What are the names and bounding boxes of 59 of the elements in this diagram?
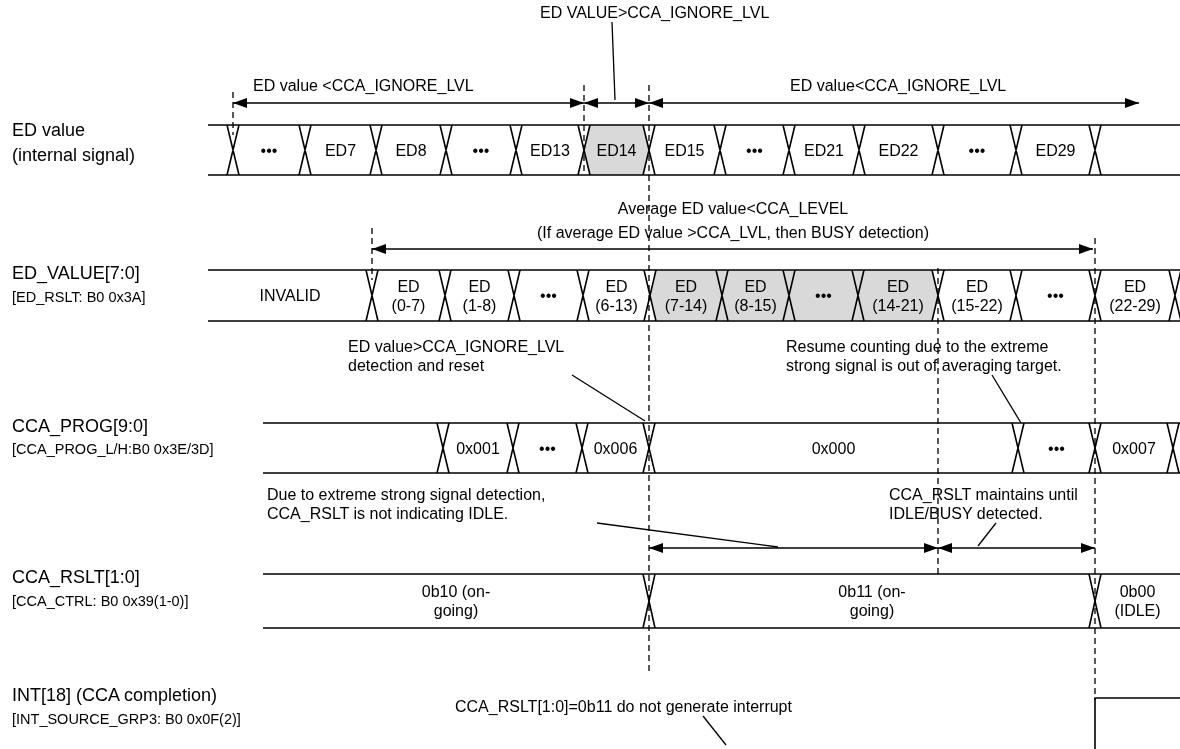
- signal-value: ED (14-21): [871, 276, 925, 315]
- signal-value: 0x000: [811, 438, 856, 458]
- annotation-text: ED VALUE>CCA_IGNORE_LVL: [540, 3, 770, 22]
- signal-value: ED (7-14): [664, 276, 708, 315]
- leader-line: [977, 522, 997, 547]
- signal-value: 0x006: [593, 438, 638, 458]
- register-address: [CCA_CTRL: B0 0x39(1-0)]: [12, 592, 189, 610]
- signal-value: ED7: [324, 140, 357, 160]
- leader-line: [611, 21, 616, 101]
- signal-value: INVALID: [258, 286, 322, 305]
- signal-value: 0b00 (IDLE): [1113, 582, 1162, 620]
- annotation-text: Resume counting due to the extreme strong signal is out of averaging target.: [786, 337, 1076, 375]
- annotation-text: CCA_RSLT[1:0]=0b11 do not generate interrupt: [455, 697, 792, 716]
- signal-name: (internal signal): [12, 144, 136, 166]
- annotation-text: ED value>CCA_IGNORE_LVL detection and reset: [348, 337, 610, 375]
- signal-value: 0b10 (on-going): [420, 582, 492, 620]
- signal-value: ED8: [394, 140, 428, 160]
- leader-line: [702, 715, 727, 746]
- signal-value: 0x007: [1111, 438, 1157, 458]
- signal-value: •••: [814, 286, 833, 305]
- signal-value: ED21: [803, 140, 845, 160]
- signal-name: INT[18] (CCA completion): [12, 684, 218, 706]
- signal-value: ED (6-13): [594, 276, 639, 315]
- signal-value: ED22: [877, 140, 920, 160]
- annotation-text: CCA_RSLT maintains until IDLE/BUSY detected.: [889, 485, 1161, 523]
- annotation-text: Due to extreme strong signal detection, CCA_RSLT is not indicating IDLE.: [267, 485, 597, 523]
- leader-line: [991, 374, 1022, 424]
- signal-name: CCA_RSLT[1:0]: [12, 566, 140, 588]
- signal-value: ED14: [595, 140, 638, 160]
- register-address: [CCA_PROG_L/H:B0 0x3E/3D]: [12, 440, 214, 458]
- signal-value: •••: [472, 140, 490, 160]
- signal-value: •••: [745, 140, 764, 160]
- signal-value: 0b11 (on-going): [837, 582, 907, 620]
- signal-value: ED (8-15): [733, 276, 778, 315]
- leader-line: [596, 522, 779, 548]
- signal-value: ED (15-22): [950, 276, 1004, 315]
- signal-value: •••: [538, 438, 557, 458]
- span-label: Average ED value<CCA_LEVEL: [617, 199, 849, 218]
- register-address: [ED_RSLT: B0 0x3A]: [12, 288, 146, 306]
- signal-value: ED15: [663, 140, 706, 160]
- signal-name: ED value: [12, 119, 86, 141]
- signal-value: •••: [968, 140, 986, 160]
- signal-value: ED (1-8): [462, 276, 497, 315]
- signal-value: •••: [1047, 438, 1066, 458]
- span-label: (If average ED value >CCA_LVL, then BUSY detection): [536, 223, 930, 242]
- signal-value: ED29: [1034, 140, 1077, 160]
- signal-value: 0x001: [455, 438, 501, 458]
- span-label: ED value <CCA_IGNORE_LVL: [253, 76, 474, 95]
- leader-line: [571, 374, 646, 422]
- signal-value: ED (0-7): [391, 276, 426, 315]
- signal-value: •••: [260, 140, 278, 160]
- span-label: ED value<CCA_IGNORE_LVL: [790, 76, 1007, 95]
- signal-value: •••: [1046, 286, 1065, 305]
- signal-value: ED (22-29): [1108, 276, 1162, 315]
- register-address: [INT_SOURCE_GRP3: B0 0x0F(2)]: [12, 710, 241, 728]
- signal-value: •••: [539, 286, 558, 305]
- signal-name: CCA_PROG[9:0]: [12, 415, 149, 437]
- signal-value: ED13: [529, 140, 571, 160]
- signal-name: ED_VALUE[7:0]: [12, 262, 140, 284]
